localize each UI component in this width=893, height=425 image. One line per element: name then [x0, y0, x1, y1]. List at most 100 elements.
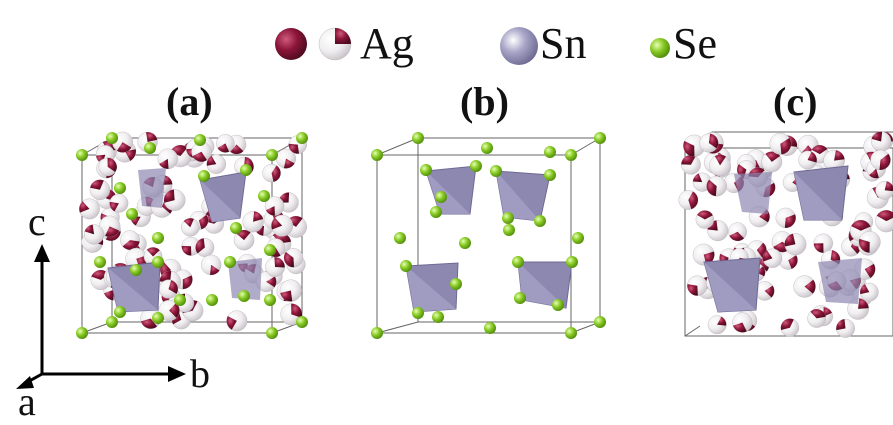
ag-atom [120, 230, 140, 250]
legend-label-sn: Sn [540, 19, 587, 68]
ag-atom [875, 210, 893, 233]
ag-atom [754, 281, 775, 301]
se-atom [484, 322, 496, 334]
ag-atom [242, 211, 264, 233]
se-atom [514, 292, 526, 304]
ag-atom [858, 231, 881, 253]
se-atom [566, 256, 578, 268]
ag-atom [265, 257, 285, 277]
se-atom [459, 237, 471, 249]
ag-atom [678, 190, 699, 210]
ag-atom [271, 214, 294, 237]
legend-symbols [275, 27, 670, 65]
panel-b-structure [371, 132, 606, 339]
ag-atom [181, 218, 200, 237]
ag-atom [283, 248, 304, 268]
ag-atom [262, 163, 281, 183]
ag-atom [695, 210, 715, 229]
se-atom [412, 307, 424, 319]
se-atom [130, 264, 142, 276]
se-atom [264, 294, 276, 306]
se-atom [174, 294, 186, 306]
se-atom [106, 132, 118, 144]
se-atom [534, 215, 546, 227]
ag-atom [793, 275, 816, 298]
se-atom [114, 306, 126, 318]
se-atom [400, 260, 412, 272]
ag-partial-sphere-icon [318, 27, 352, 61]
ag-atom [163, 189, 186, 211]
ag-atom [98, 215, 121, 238]
se-atom [371, 327, 383, 339]
se-atom [76, 327, 88, 339]
axis-label-b: b [190, 351, 210, 396]
se-atom [565, 327, 577, 339]
se-atom [296, 132, 308, 144]
se-atom [152, 232, 164, 244]
ag-atom [784, 233, 807, 256]
se-atom [144, 142, 156, 154]
se-atom [420, 164, 432, 176]
ag-atom [158, 299, 180, 322]
ag-atom [871, 131, 892, 152]
se-atom [544, 146, 556, 158]
ag-atom [200, 254, 222, 276]
se-atom [430, 206, 442, 218]
ag-full-sphere-icon [275, 28, 307, 60]
se-atom [152, 256, 164, 268]
sn-polyhedron [228, 258, 262, 300]
ag-atom [83, 224, 105, 245]
se-atom [502, 212, 514, 224]
panel-label-a: (a) [166, 79, 213, 124]
se-atom [94, 256, 106, 268]
ag-atom [109, 193, 129, 213]
se-atom [503, 224, 515, 236]
se-atom [266, 327, 278, 339]
se-atom [224, 256, 236, 268]
se-atom [198, 170, 210, 182]
se-atom [481, 142, 493, 154]
ag-atom [681, 154, 701, 175]
se-atom [264, 244, 276, 256]
se-atom [594, 132, 606, 144]
panel-label-c: (c) [773, 79, 818, 124]
sn-polyhedron [734, 172, 772, 214]
panel-c-sn-polyhedra [703, 165, 862, 313]
panel-label-b: (b) [460, 79, 509, 124]
ag-atom [157, 148, 179, 170]
axis-label-a: a [18, 379, 36, 424]
legend-label-ag: Ag [360, 19, 414, 68]
ag-atom [732, 312, 753, 333]
ag-atom [195, 238, 215, 257]
ag-atom [798, 150, 817, 170]
sn-sphere-icon [500, 27, 538, 65]
ag-atom [279, 279, 302, 302]
ag-atom [98, 157, 117, 177]
ag-atom [707, 315, 727, 335]
legend-label-se: Se [673, 19, 717, 68]
ag-atom [769, 132, 792, 155]
ag-atom [775, 207, 796, 229]
ag-atom [875, 180, 893, 200]
se-atom [114, 182, 126, 194]
se-atom [470, 160, 482, 172]
se-atom [552, 299, 564, 311]
panel-a-structure [76, 131, 308, 339]
se-atom [544, 169, 556, 181]
ag-atom [807, 309, 827, 328]
ag-atom [728, 222, 747, 242]
axis-label-c: c [28, 199, 46, 244]
ag-atom [836, 318, 855, 338]
ag-atom [687, 275, 708, 296]
panel-b-sn-polyhedra [405, 165, 573, 313]
se-atom [152, 312, 164, 324]
ag-atom [859, 282, 879, 302]
se-atom [565, 149, 577, 161]
ag-atom [870, 149, 891, 171]
se-atom [512, 256, 524, 268]
ag-atom [709, 154, 731, 177]
se-atom [412, 132, 424, 144]
se-atom [490, 165, 502, 177]
